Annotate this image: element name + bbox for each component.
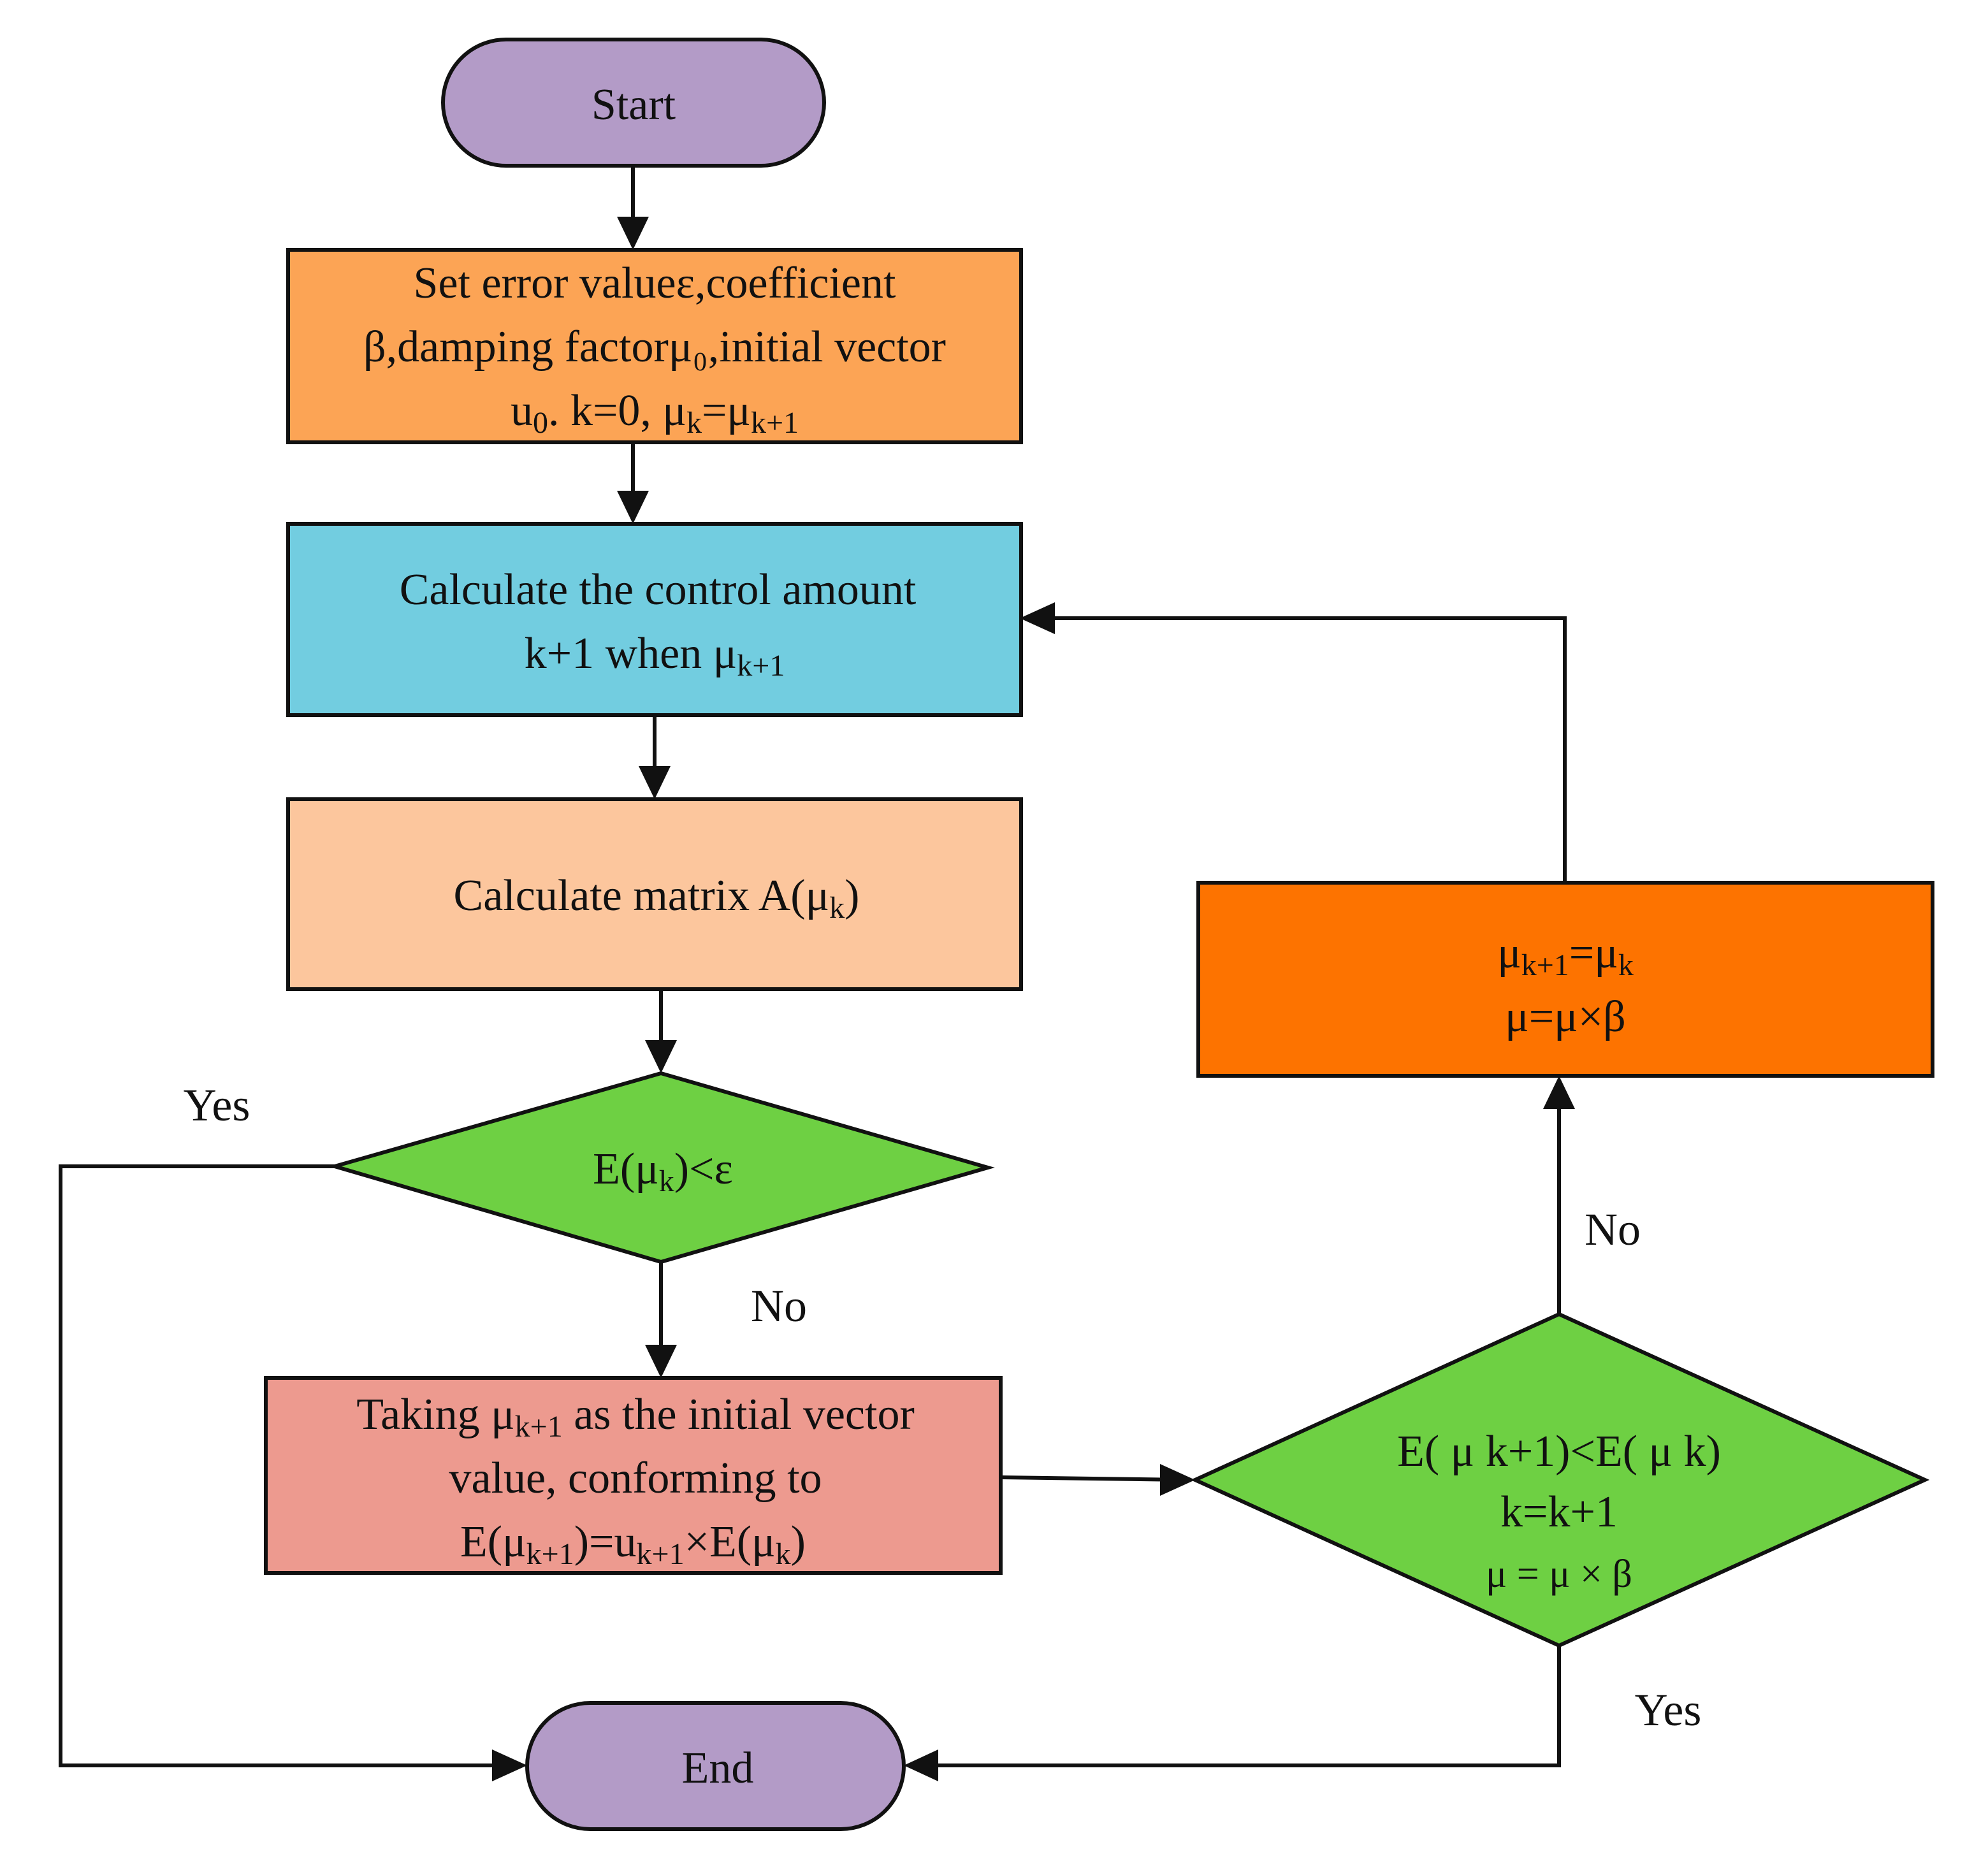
calc-matrix-text: Calculate matrix A(μk): [454, 871, 860, 925]
calc-control-line-1: Calculate the control amount: [400, 565, 917, 614]
edge-taking-to-decision2: [1000, 1475, 1187, 1482]
taking-line-2: value, conforming to: [449, 1454, 822, 1503]
decision1-diamond: [328, 1071, 995, 1264]
arrowhead: [904, 1749, 938, 1781]
label-decision1-no: No: [751, 1280, 807, 1331]
end-label: End: [682, 1744, 754, 1793]
decision2-line-3: μ = μ × β: [1486, 1553, 1632, 1596]
node-decision1: E(μk)<ε: [328, 1071, 995, 1264]
setup-process-box: [286, 248, 1023, 444]
label-decision1-yes: Yes: [184, 1080, 250, 1131]
update-process-box: [1196, 881, 1934, 1078]
edge-labels: Yes No No Yes: [184, 1080, 1702, 1735]
edges: [59, 166, 1567, 1767]
setup-line-1: Set error valueε,coefficient: [414, 259, 896, 308]
update-line-2: μ=μ×β: [1505, 992, 1626, 1041]
arrowheads: [492, 217, 1575, 1781]
decision2-line-1: E( μ k+1)<E( μ k): [1397, 1427, 1721, 1476]
edge-decision1-yes-to-end: [59, 1164, 519, 1767]
arrowhead: [492, 1749, 527, 1781]
label-decision2-yes: Yes: [1635, 1684, 1702, 1735]
calc-matrix-process-box: [286, 797, 1023, 991]
arrowhead: [645, 1345, 677, 1378]
setup-line-2: β,damping factorμ₀,initial vector: [363, 322, 946, 372]
arrowhead: [639, 766, 671, 799]
node-decision2: E( μ k+1)<E( μ k) k=k+1 μ = μ × β: [1190, 1312, 1930, 1648]
edge-decision2-yes-to-end: [911, 1646, 1561, 1767]
node-calc-control: Calculate the control amount k+1 when μk…: [286, 522, 1023, 717]
arrowhead: [617, 217, 649, 250]
decision1-condition: E(μk)<ε: [593, 1145, 733, 1198]
node-calc-matrix: Calculate matrix A(μk): [286, 797, 1023, 991]
arrowhead: [617, 491, 649, 524]
decision2-diamond: [1190, 1312, 1930, 1648]
calc-control-line-2: k+1 when μk+1: [525, 629, 785, 683]
start-label: Start: [591, 80, 676, 129]
node-update: μk+1=μk μ=μ×β: [1196, 881, 1934, 1078]
taking-line-3: E(μk+1)=uk+1×E(μk): [460, 1517, 806, 1571]
start-terminal-shape: [441, 38, 826, 168]
node-start: Start: [441, 38, 826, 168]
calc-control-process-box: [286, 522, 1023, 717]
node-taking: Taking μk+1 as the initial vector value,…: [264, 1376, 1003, 1575]
label-decision2-no: No: [1585, 1204, 1641, 1255]
taking-line-1: Taking μk+1 as the initial vector: [356, 1390, 915, 1444]
arrowhead: [1160, 1464, 1195, 1496]
arrowhead: [645, 1040, 677, 1073]
arrowhead: [1020, 602, 1055, 634]
decision2-line-2: k=k+1: [1500, 1488, 1618, 1537]
node-setup: Set error valueε,coefficient β,damping f…: [286, 248, 1023, 444]
edge-update-to-calc-control: [1027, 616, 1567, 883]
arrowhead: [1543, 1076, 1575, 1109]
end-terminal-shape: [525, 1701, 906, 1831]
taking-process-box: [264, 1376, 1003, 1575]
setup-line-3: u0. k=0, μk=μk+1: [511, 386, 799, 440]
node-end: End: [525, 1701, 906, 1831]
update-line-1: μk+1=μk: [1497, 929, 1634, 982]
